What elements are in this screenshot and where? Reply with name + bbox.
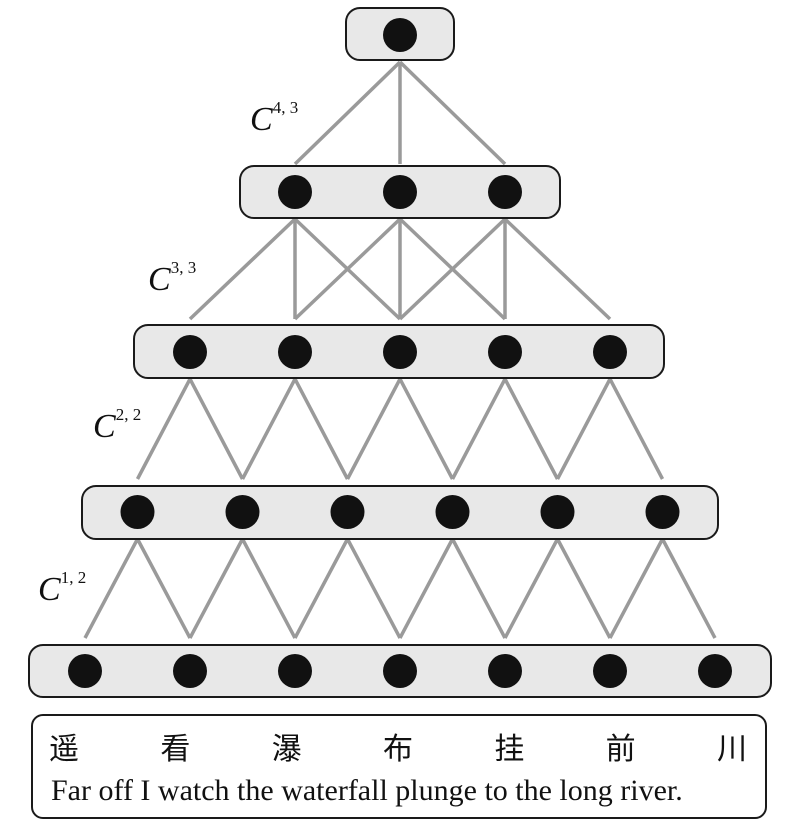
- poem-char: 前: [605, 732, 636, 767]
- edge-line: [555, 538, 612, 639]
- neuron-node: [488, 175, 522, 209]
- edge-line: [503, 217, 612, 321]
- edge-line: [83, 538, 140, 639]
- cnn-pyramid-diagram: C4, 3 C3, 3 C2, 2 C1, 2: [28, 7, 772, 698]
- neuron-node: [383, 654, 417, 688]
- neuron-node: [278, 335, 312, 369]
- neuron-node: [383, 18, 417, 52]
- neuron-nodes: [68, 18, 732, 688]
- neuron-node: [68, 654, 102, 688]
- layer-label-c22: C2, 2: [93, 405, 141, 445]
- edge-line: [608, 378, 665, 480]
- neuron-node: [278, 175, 312, 209]
- neuron-node: [540, 495, 575, 529]
- edge-line: [293, 538, 350, 639]
- poem-char: 挂: [494, 732, 525, 767]
- edge-line: [398, 60, 507, 166]
- neuron-node: [383, 335, 417, 369]
- layer-box-4: [81, 485, 719, 540]
- poem-char: 看: [160, 732, 191, 767]
- neuron-node: [698, 654, 732, 688]
- edge-line: [555, 378, 612, 480]
- neuron-node: [488, 335, 522, 369]
- neuron-node: [593, 335, 627, 369]
- edge-line: [188, 378, 245, 480]
- neuron-node: [488, 654, 522, 688]
- edge-line: [450, 378, 507, 480]
- english-translation: Far off I watch the waterfall plunge to …: [51, 774, 683, 807]
- neuron-node: [173, 335, 207, 369]
- neuron-node: [225, 495, 260, 529]
- caption-box: 遥 看 瀑 布 挂 前 川 Far off I watch the waterf…: [31, 714, 767, 819]
- edge-line: [345, 538, 402, 639]
- edge-line: [398, 217, 507, 321]
- neuron-node: [645, 495, 680, 529]
- connection-edges: [83, 60, 717, 639]
- neuron-node: [278, 654, 312, 688]
- layer-labels: C4, 3 C3, 3 C2, 2 C1, 2: [38, 98, 298, 608]
- edge-line: [240, 378, 297, 480]
- edge-line: [135, 538, 192, 639]
- edge-line: [188, 538, 245, 639]
- edge-line: [293, 60, 402, 166]
- neuron-node: [593, 654, 627, 688]
- edge-line: [398, 538, 455, 639]
- edge-line: [345, 378, 402, 480]
- edge-line: [398, 378, 455, 480]
- edge-line: [293, 217, 402, 321]
- poem-char: 瀑: [271, 732, 302, 767]
- neuron-node: [173, 654, 207, 688]
- layer-label-c43: C4, 3: [250, 98, 298, 138]
- edge-line: [240, 538, 297, 639]
- edge-line: [188, 217, 297, 321]
- poem-char: 遥: [49, 732, 79, 767]
- layer-label-c33: C3, 3: [148, 258, 196, 298]
- neuron-node: [120, 495, 155, 529]
- edge-line: [135, 378, 192, 480]
- edge-line: [660, 538, 717, 639]
- neuron-node: [383, 175, 417, 209]
- edge-line: [293, 378, 350, 480]
- poem-char: 布: [382, 732, 413, 767]
- poem-char: 川: [716, 732, 747, 767]
- edge-line: [608, 538, 665, 639]
- edge-line: [503, 538, 560, 639]
- layer-label-c12: C1, 2: [38, 568, 86, 608]
- neuron-node: [330, 495, 365, 529]
- chinese-poem-line: 遥 看 瀑 布 挂 前 川: [49, 726, 747, 767]
- edge-line: [503, 378, 560, 480]
- neuron-node: [435, 495, 470, 529]
- edge-line: [450, 538, 507, 639]
